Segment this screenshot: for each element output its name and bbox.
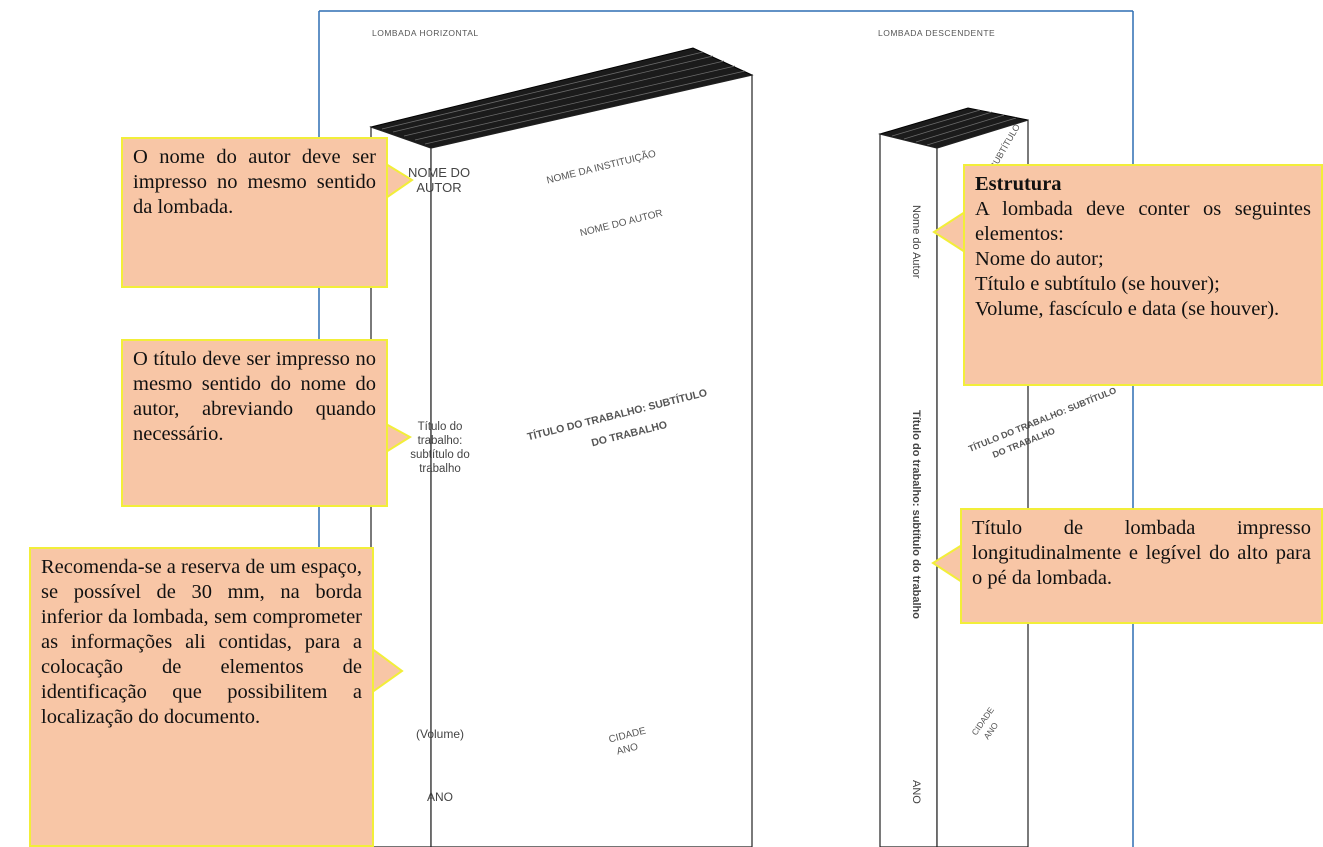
callout-pointers	[370, 162, 966, 695]
callout-author-text: O nome do autor deve ser impresso no mes…	[133, 146, 376, 218]
h-spine-author-1: NOME DO	[408, 165, 470, 180]
d-spine-author: Nome do Autor	[910, 205, 922, 279]
callout-reserve: Recomenda-se a reserva de um espaço, se …	[29, 547, 374, 847]
h-spine-title-1: Título do	[418, 421, 463, 433]
callout-structure-line-2: Nome do autor;	[975, 248, 1104, 270]
callout-title: O título deve ser impresso no mesmo sent…	[121, 339, 388, 507]
book-descending-spine	[879, 133, 938, 847]
h-cover-year: ANO	[616, 742, 640, 758]
h-spine-year: ANO	[427, 790, 453, 804]
callout-reserve-text: Recomenda-se a reserva de um espaço, se …	[41, 556, 363, 728]
h-spine-title-3: subtítulo do	[410, 449, 469, 461]
callout-structure: Estrutura A lombada deve conter os segui…	[963, 164, 1323, 386]
h-spine-title-2: trabalho:	[418, 435, 463, 447]
callout-author: O nome do autor deve ser impresso no mes…	[121, 137, 388, 288]
h-spine-volume: (Volume)	[416, 727, 464, 741]
callout-structure-line-3: Título e subtítulo (se houver);	[975, 273, 1220, 295]
d-spine-year: ANO	[910, 780, 922, 804]
callout-structure-line-1: A lombada deve conter os seguintes eleme…	[975, 198, 1311, 245]
header-descending: LOMBADA DESCENDENTE	[878, 28, 995, 38]
callout-title-text: O título deve ser impresso no mesmo sent…	[133, 348, 376, 445]
callout-longitudinal-text: Título de lombada impresso longitudinalm…	[972, 517, 1311, 589]
book-horizontal: NOME DO AUTOR Título do trabalho: subtít…	[369, 47, 754, 847]
callout-structure-line-4: Volume, fascículo e data (se houver).	[975, 298, 1280, 320]
callout-structure-title: Estrutura	[975, 173, 1062, 195]
callout-longitudinal: Título de lombada impresso longitudinalm…	[960, 508, 1323, 624]
book-horizontal-cover	[430, 74, 753, 847]
book-descending: Nome do Autor Título do trabalho: subtít…	[878, 107, 1118, 847]
h-spine-author-2: AUTOR	[416, 180, 461, 195]
header-horizontal: LOMBADA HORIZONTAL	[372, 28, 479, 38]
h-spine-title-4: trabalho	[419, 463, 461, 475]
d-spine-title: Título do trabalho: subtítulo do trabalh…	[910, 410, 922, 619]
